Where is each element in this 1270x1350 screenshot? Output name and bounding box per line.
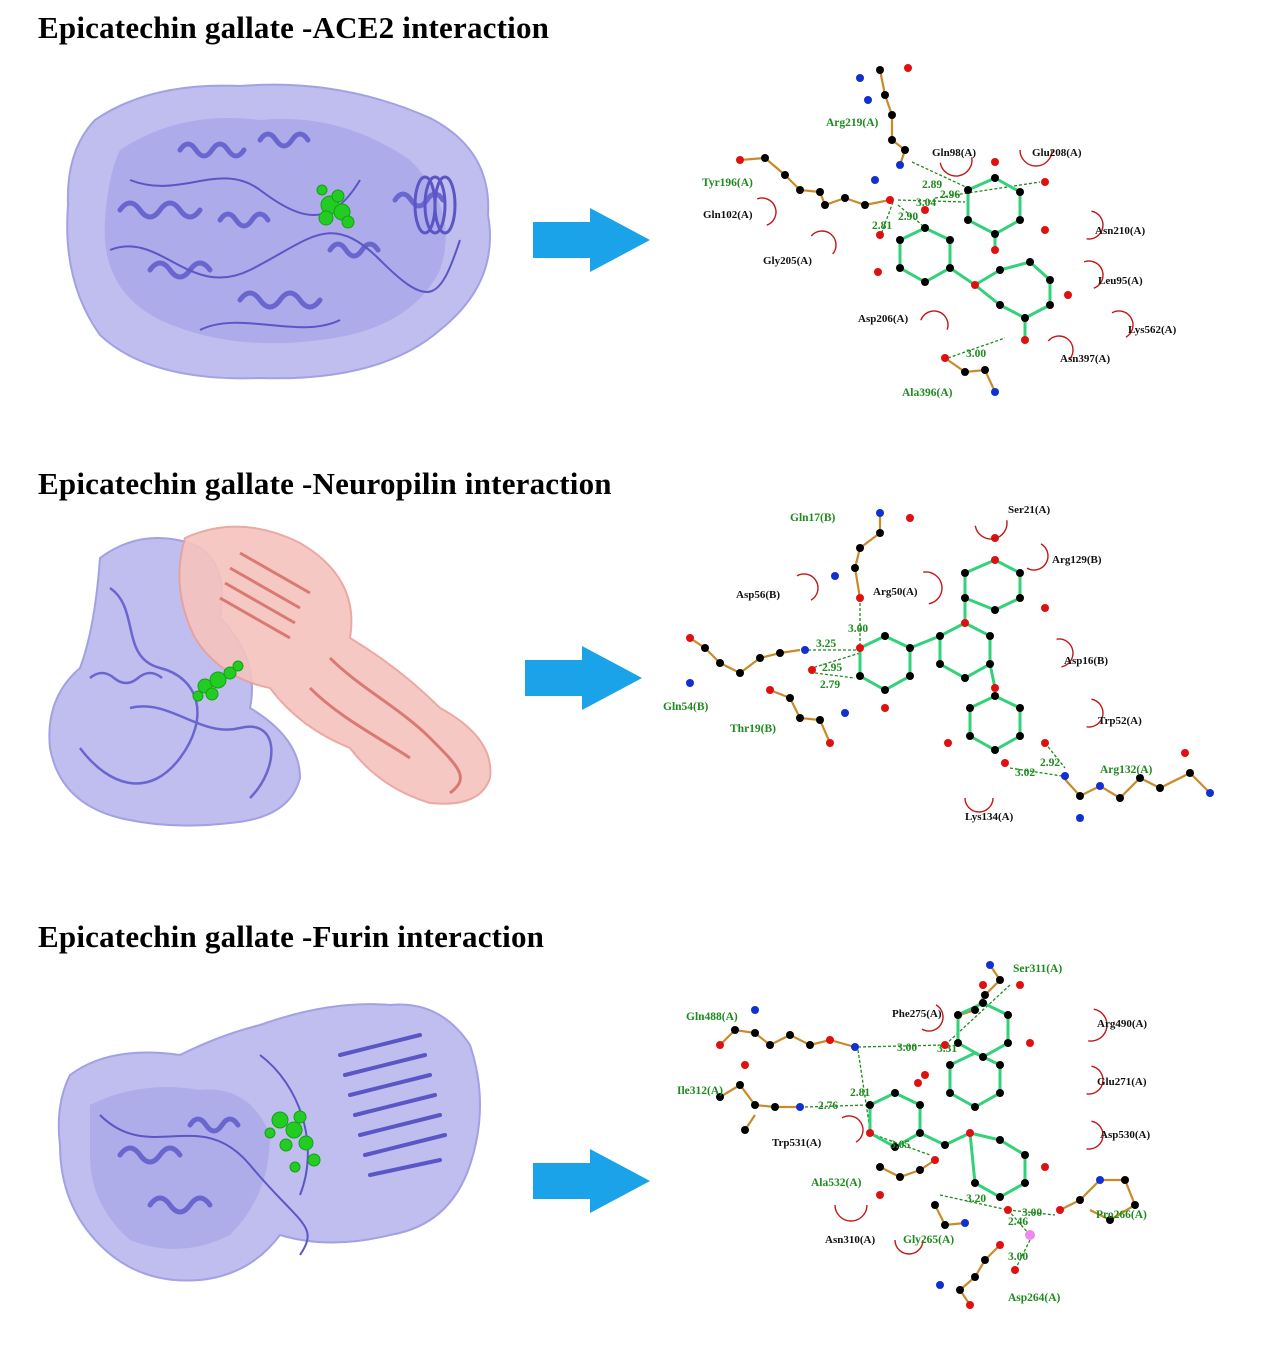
residue-label: Asn310(A) xyxy=(825,1234,875,1246)
distance-label: 2.46 xyxy=(1008,1216,1028,1228)
protein-structure-ace2 xyxy=(66,83,491,380)
residue-label: Pro266(A) xyxy=(1096,1209,1147,1221)
residue-label: Ala532(A) xyxy=(811,1177,862,1189)
residue-label: Trp52(A) xyxy=(1098,715,1142,727)
panel-title: Epicatechin gallate -Neuropilin interact… xyxy=(38,466,612,501)
protein-structure-furin xyxy=(57,1003,481,1282)
residue-label: Glu271(A) xyxy=(1097,1076,1147,1088)
distance-label: 3.00 xyxy=(966,348,986,360)
distance-label: 2.79 xyxy=(820,679,840,691)
residue-label: Arg132(A) xyxy=(1100,764,1153,776)
panel-title: Epicatechin gallate -Furin interaction xyxy=(38,919,545,954)
distance-label: 3.00 xyxy=(1008,1251,1028,1263)
arrow-icon xyxy=(533,1149,650,1213)
distance-label: 2.90 xyxy=(898,211,918,223)
residue-label: Asn397(A) xyxy=(1060,353,1110,365)
residue-label: Phe275(A) xyxy=(892,1008,942,1020)
distance-label: 2.92 xyxy=(1040,757,1060,769)
residue-label: Asp530(A) xyxy=(1100,1129,1150,1141)
arrow-icon xyxy=(525,646,642,710)
ligplot-neuropilin: Gln17(B) Gln54(B) Thr19(B) Arg132(A) Ser… xyxy=(663,504,1214,823)
distance-label: 2.95 xyxy=(822,662,842,674)
residue-label: Ser311(A) xyxy=(1013,963,1062,975)
residue-label: Ala396(A) xyxy=(902,387,953,399)
distance-label: 3.04 xyxy=(916,197,936,209)
residue-label: Gln54(B) xyxy=(663,701,709,713)
residue-label: Lys562(A) xyxy=(1128,324,1177,336)
distance-label: 3.00 xyxy=(848,623,868,635)
residue-label: Arg490(A) xyxy=(1097,1018,1147,1030)
residue-label: Arg50(A) xyxy=(873,586,918,598)
residue-label: Ser21(A) xyxy=(1008,504,1050,516)
residue-label: Gln488(A) xyxy=(686,1011,738,1023)
residue-label: Gln102(A) xyxy=(703,209,753,221)
panel-neuropilin: Epicatechin gallate -Neuropilin interact… xyxy=(0,458,1270,903)
residue-label: Asn210(A) xyxy=(1095,225,1145,237)
distance-label: 3.25 xyxy=(816,638,836,650)
residue-label: Lys134(A) xyxy=(965,811,1014,823)
distance-label: 2.81 xyxy=(872,220,892,232)
panel-title: Epicatechin gallate -ACE2 interaction xyxy=(38,10,550,45)
residue-label: Trp531(A) xyxy=(772,1137,822,1149)
residue-label: Glu208(A) xyxy=(1032,147,1082,159)
protein-structure-neuropilin xyxy=(48,525,492,827)
distance-label: 2.89 xyxy=(922,179,942,191)
ligand-icon xyxy=(316,184,355,229)
residue-label: Asp264(A) xyxy=(1008,1292,1061,1304)
distance-label: 3.31 xyxy=(937,1043,957,1055)
residue-label: Asp56(B) xyxy=(736,589,780,601)
distance-label: 2.96 xyxy=(940,189,960,201)
panel-furin: Epicatechin gallate -Furin interaction xyxy=(0,905,1270,1350)
distance-label: 2.76 xyxy=(818,1100,838,1112)
residue-label: Asp16(B) xyxy=(1064,655,1108,667)
ligand-icon xyxy=(264,1110,321,1173)
ligplot-ace2: Arg219(A) Tyr196(A) Ala396(A) Gln98(A) G… xyxy=(702,64,1177,399)
residue-label: Asp206(A) xyxy=(858,313,908,325)
residue-label: Thr19(B) xyxy=(730,723,776,735)
residue-label: Arg219(A) xyxy=(826,117,879,129)
residue-label: Arg129(B) xyxy=(1052,554,1102,566)
ligand-icon xyxy=(192,660,244,702)
distance-label: 3.20 xyxy=(966,1193,986,1205)
ligplot-furin: Ser311(A) Gln488(A) Ile312(A) Ala532(A) … xyxy=(677,961,1150,1309)
residue-label: Gly265(A) xyxy=(903,1234,954,1246)
distance-label: 3.02 xyxy=(1015,767,1035,779)
residue-label: Gln98(A) xyxy=(932,147,976,159)
distance-label: 3.00 xyxy=(1022,1207,1042,1219)
distance-label: 3.00 xyxy=(897,1042,917,1054)
residue-label: Ile312(A) xyxy=(677,1085,723,1097)
residue-label: Gly205(A) xyxy=(763,255,812,267)
distance-label: 2.81 xyxy=(850,1087,870,1099)
residue-label: Leu95(A) xyxy=(1098,275,1143,287)
panel-ace2: Epicatechin gallate -ACE2 interaction xyxy=(0,0,1270,445)
distance-label: 3.05 xyxy=(890,1139,910,1151)
residue-label: Gln17(B) xyxy=(790,512,836,524)
residue-label: Tyr196(A) xyxy=(702,177,753,189)
arrow-icon xyxy=(533,208,650,272)
